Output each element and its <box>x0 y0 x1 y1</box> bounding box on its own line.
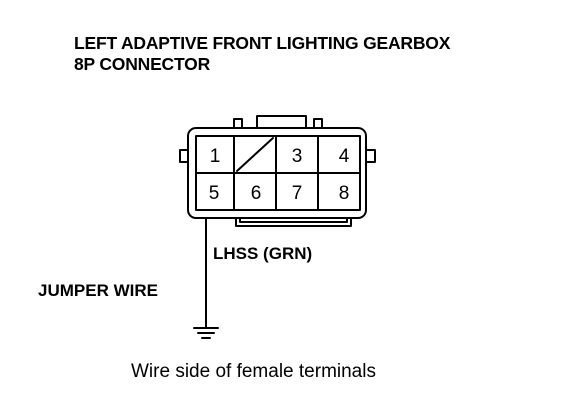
pin-4: 4 <box>339 146 350 167</box>
cavity-grid <box>195 135 361 211</box>
pin-5: 5 <box>209 183 220 204</box>
lhss-wire-label: LHSS (GRN) <box>213 244 313 263</box>
lhss-wire-bracket-inner <box>239 217 348 223</box>
view-caption: Wire side of female terminals <box>131 361 376 382</box>
empty-cavity-mark <box>236 137 274 172</box>
pin-7: 7 <box>292 183 303 204</box>
connector-tab-left <box>233 118 243 129</box>
lhss-wire-bracket <box>235 217 352 227</box>
connector-latch <box>256 115 307 129</box>
connector-name: 8P CONNECTOR <box>74 54 211 74</box>
pin-6: 6 <box>251 183 262 204</box>
connector-tab-right <box>313 118 323 129</box>
pin-8: 8 <box>339 183 350 204</box>
connector-ear-left <box>179 149 189 163</box>
pin-3: 3 <box>292 146 303 167</box>
pin-1: 1 <box>210 146 221 167</box>
connector-housing <box>187 127 367 219</box>
connector-ear-right <box>365 149 376 163</box>
diagram-title: LEFT ADAPTIVE FRONT LIGHTING GEARBOX <box>74 33 451 53</box>
jumper-wire-label: JUMPER WIRE <box>38 281 158 300</box>
